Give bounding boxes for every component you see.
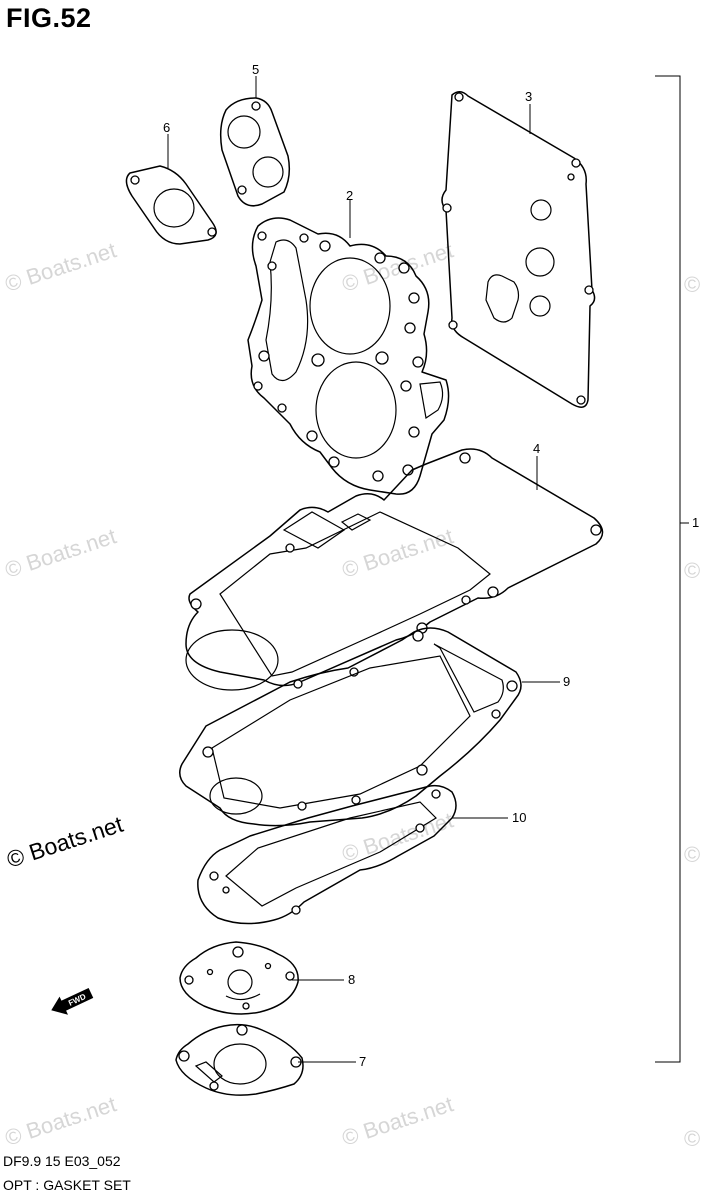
watermark-dark: © Boats.net [4, 811, 127, 873]
leader-lines [167, 76, 560, 1063]
watermark: © Boats.net [339, 523, 456, 582]
callout-3: 3 [525, 89, 532, 104]
callout-4: 4 [533, 441, 540, 456]
gasket-part-4 [185, 448, 604, 691]
watermark-symbol: © [684, 1126, 700, 1151]
watermark: © Boats.net [339, 1091, 456, 1150]
callout-7: 7 [359, 1054, 366, 1069]
gasket-part-10 [197, 784, 457, 925]
bracket-set [655, 75, 689, 1063]
gasket-part-9 [179, 627, 522, 827]
watermark-layer: © Boats.net © Boats.net © Boats.net © Bo… [2, 237, 700, 1151]
model-code: DF9.9 15 E03_052 [3, 1153, 121, 1169]
callout-8: 8 [348, 972, 355, 987]
watermark-symbol: © [684, 272, 700, 297]
gasket-part-5 [219, 97, 291, 207]
watermark: © Boats.net [2, 523, 119, 582]
callout-6: 6 [163, 120, 170, 135]
watermark-symbol: © [684, 842, 700, 867]
callout-1: 1 [692, 515, 699, 530]
gasket-part-6 [125, 165, 217, 245]
callout-labels: 1 2 3 4 5 6 7 8 9 10 [163, 62, 699, 1069]
gasket-part-8 [179, 941, 299, 1015]
callout-2: 2 [346, 188, 353, 203]
gasket-part-2 [247, 217, 450, 495]
watermark-symbol: © [684, 558, 700, 583]
watermark: © Boats.net [2, 1091, 119, 1150]
watermark: © Boats.net [339, 237, 456, 296]
gasket-part-3 [441, 91, 596, 408]
watermark: © Boats.net [2, 237, 119, 296]
callout-9: 9 [563, 674, 570, 689]
callout-10: 10 [512, 810, 526, 825]
fwd-label: FWD [67, 992, 88, 1008]
figure-caption: OPT : GASKET SET [3, 1177, 131, 1193]
figure-title: FIG.52 [6, 3, 92, 33]
callout-5: 5 [252, 62, 259, 77]
arrow-fwd-icon: FWD [51, 987, 94, 1015]
gasket-part-7 [175, 1023, 304, 1096]
